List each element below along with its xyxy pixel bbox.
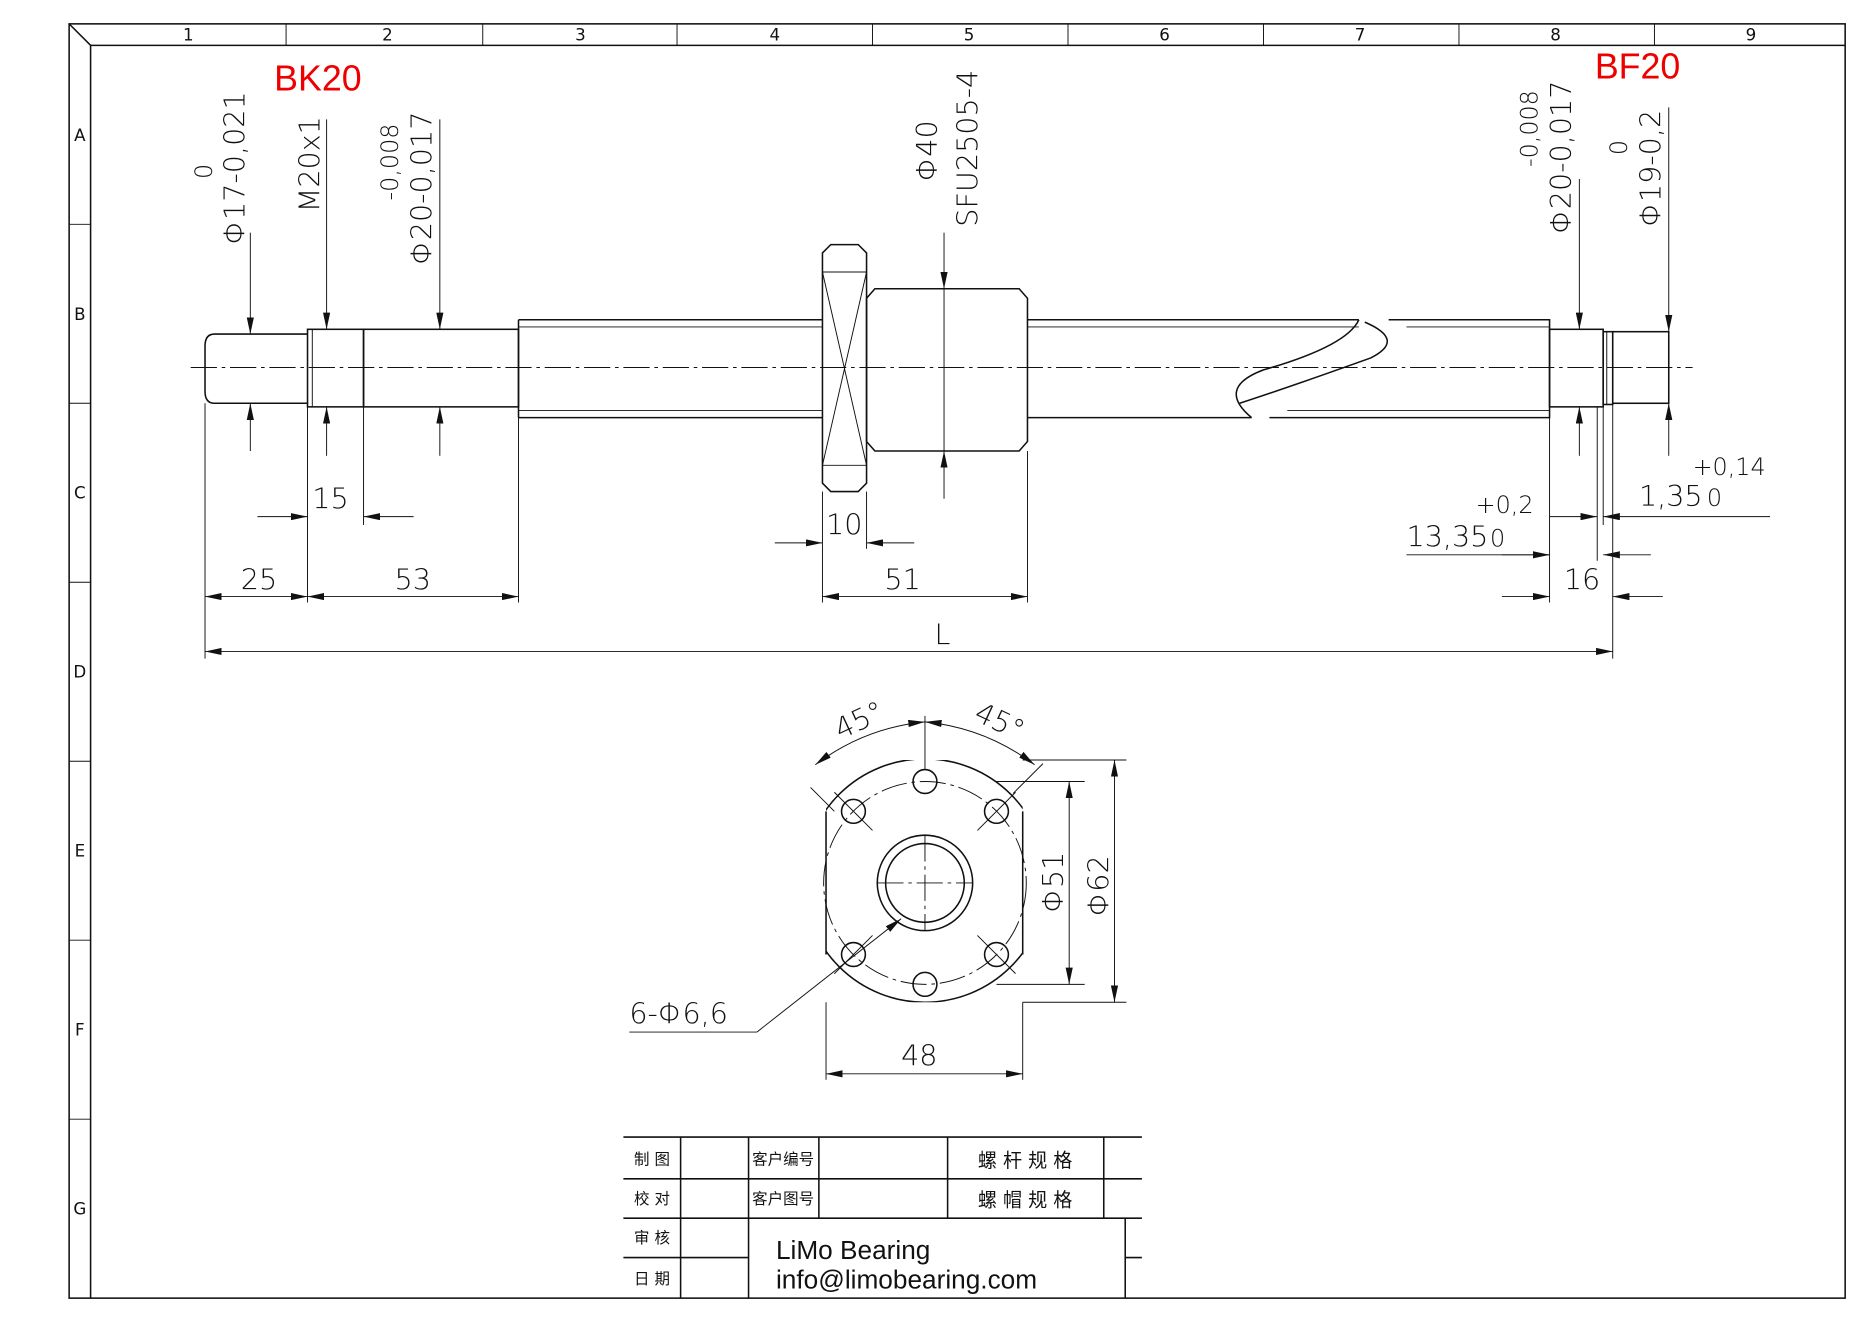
row-label: G (73, 1200, 86, 1219)
dim-51: 51 (884, 562, 920, 596)
label-screw-spec: 螺 杆 规 格 (978, 1150, 1072, 1172)
title-block: 制 图 校 对 审 核 日 期 客户编号 客户图号 螺 杆 规 格 螺 帽 规 … (623, 1136, 1142, 1299)
dim-d17: Φ17-0,021 (217, 91, 251, 244)
bk20-label: BK20 (274, 59, 361, 99)
column-label: 1 (183, 26, 194, 45)
dim-d20-right-upper: -0,008 (1516, 90, 1544, 167)
label-drawn: 制 图 (634, 1150, 670, 1168)
column-label: 4 (769, 26, 780, 45)
dim-d17-upper: 0 (190, 164, 218, 179)
column-label: 6 (1159, 26, 1170, 45)
dim-10: 10 (826, 508, 862, 542)
label-nut-spec: 螺 帽 规 格 (978, 1189, 1072, 1211)
dim-d19: Φ19-0,2 (1633, 110, 1667, 227)
nut-model: SFU2505-4 (950, 70, 984, 227)
dim-groove-position-tol-lower: 0 (1490, 524, 1505, 552)
dim-m20: M20x1 (292, 116, 326, 212)
dim-53: 53 (395, 562, 431, 596)
dim-flange-48: 48 (901, 1038, 937, 1072)
dim-d19-upper: 0 (1605, 140, 1633, 155)
row-label: A (74, 126, 86, 145)
label-customer-no: 客户编号 (752, 1150, 814, 1168)
dim-groove-width-tol-upper: +0,14 (1693, 453, 1766, 481)
dim-groove-position: 13,35 (1407, 519, 1489, 553)
column-label: 9 (1746, 26, 1757, 45)
column-label: 2 (382, 26, 393, 45)
dim-groove-width: 1,35 (1639, 479, 1703, 513)
label-reviewed: 审 核 (634, 1229, 670, 1247)
dim-25: 25 (241, 562, 277, 596)
company-email: info@limobearing.com (776, 1265, 1037, 1295)
dim-d20-right: Φ20-0,017 (1544, 81, 1578, 234)
dim-d40: Φ40 (910, 120, 944, 181)
dim-flange-d62: Φ62 (1082, 855, 1116, 916)
label-date: 日 期 (634, 1270, 670, 1288)
dim-groove-width-tol-lower: 0 (1707, 484, 1722, 512)
company-name: LiMo Bearing (776, 1235, 930, 1265)
bf20-label: BF20 (1595, 47, 1680, 87)
row-label: F (75, 1021, 85, 1040)
column-label: 5 (964, 26, 975, 45)
dim-d20-left: Φ20-0,017 (405, 112, 439, 265)
dim-15: 15 (312, 481, 348, 515)
dimensions: Φ17-0,021 0 M20x1 Φ20-0,017 -0,008 Φ40 S… (190, 70, 1771, 659)
row-label: B (74, 305, 85, 324)
dim-holes: 6-Φ6,6 (629, 997, 728, 1031)
column-label: 7 (1355, 26, 1366, 45)
label-checked: 校 对 (634, 1190, 670, 1208)
row-label: C (74, 484, 86, 503)
dim-flange-d51: Φ51 (1036, 852, 1070, 913)
row-label: D (73, 663, 86, 682)
row-label: E (75, 842, 86, 861)
dim-total-length: L (935, 617, 951, 651)
label-customer-drawing: 客户图号 (752, 1190, 814, 1208)
column-label: 8 (1550, 26, 1561, 45)
dim-d20-left-upper: -0,008 (376, 124, 404, 201)
ball-screw-side-view (190, 243, 1693, 493)
dim-16: 16 (1564, 562, 1600, 596)
drawing-frame: 1 2 3 4 5 6 7 8 9 A B C D E F G (68, 23, 1846, 1299)
dim-groove-position-tol-upper: +0,2 (1476, 491, 1534, 519)
column-label: 3 (575, 26, 586, 45)
